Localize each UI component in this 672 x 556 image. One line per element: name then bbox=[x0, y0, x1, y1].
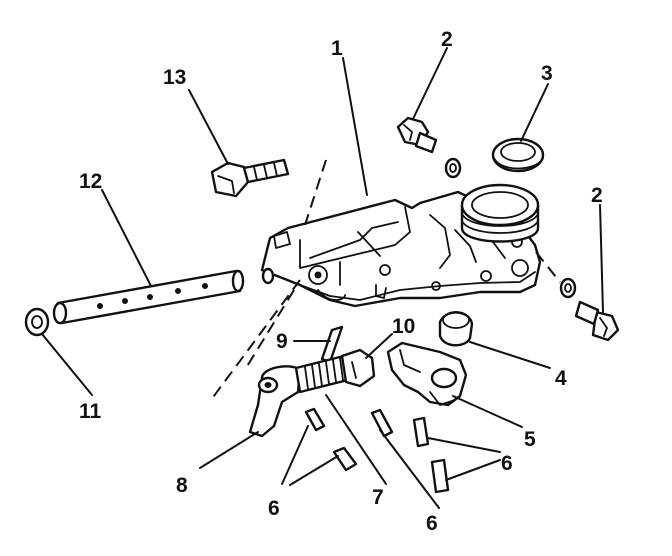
part-2-bolt-lower-right bbox=[559, 277, 620, 342]
callout-3: 3 bbox=[541, 62, 553, 85]
part-3-seal-ring bbox=[491, 137, 545, 173]
part-6-roll-pin-e bbox=[430, 458, 450, 494]
part-5-lever bbox=[386, 341, 468, 407]
part-6-roll-pin-d bbox=[412, 416, 430, 448]
callout-6-right: 6 bbox=[501, 452, 513, 475]
callout-6-center: 6 bbox=[426, 512, 438, 535]
callout-11: 11 bbox=[79, 400, 102, 423]
callout-13: 13 bbox=[163, 66, 186, 89]
part-13-threaded-fitting bbox=[210, 158, 290, 198]
callout-numbers: 1 2 2 3 4 5 6 6 6 7 8 9 10 11 12 13 bbox=[79, 28, 603, 535]
callout-9: 9 bbox=[276, 330, 288, 353]
part-2-bolt-upper bbox=[396, 116, 462, 179]
part-4-bushing bbox=[438, 311, 474, 347]
part-7-spring bbox=[294, 354, 350, 394]
part-12-shaft bbox=[52, 267, 275, 325]
callout-5: 5 bbox=[524, 428, 536, 451]
callout-2-top: 2 bbox=[441, 28, 453, 51]
part-6-roll-pin-b bbox=[332, 446, 358, 472]
part-6-roll-pin-c bbox=[370, 408, 394, 438]
callout-7: 7 bbox=[372, 486, 384, 509]
part-10-detent-plunger bbox=[340, 348, 376, 388]
callout-12: 12 bbox=[79, 170, 102, 193]
callout-8: 8 bbox=[176, 474, 188, 497]
callout-4: 4 bbox=[555, 367, 567, 390]
part-8-shift-fork bbox=[248, 365, 302, 438]
alignment-lines bbox=[210, 159, 561, 401]
callout-1: 1 bbox=[331, 37, 343, 60]
housing-port-cylinder bbox=[460, 183, 540, 243]
callout-2-right: 2 bbox=[591, 184, 603, 207]
leader-lines bbox=[41, 47, 604, 509]
part-6-roll-pin-a bbox=[304, 407, 326, 432]
callout-10: 10 bbox=[392, 315, 415, 338]
callout-6-left: 6 bbox=[268, 497, 280, 520]
part-11-washer bbox=[24, 307, 50, 337]
